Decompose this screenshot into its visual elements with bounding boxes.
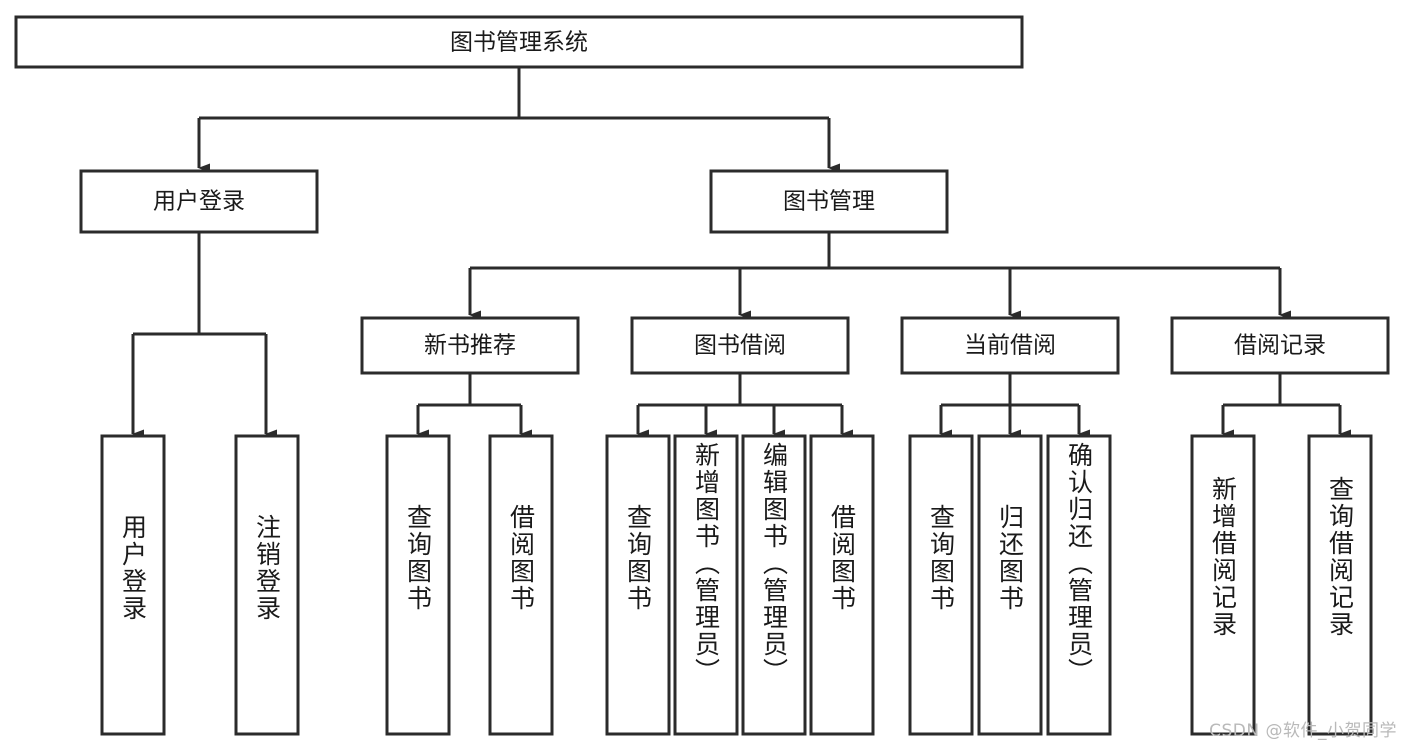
node-current-borrow[interactable]: 当前借阅: [900, 316, 1120, 375]
node-root-label: 图书管理系统: [450, 30, 588, 56]
leaf-box-current-borrow-3[interactable]: [1046, 434, 1112, 736]
node-book-management-label: 图书管理: [783, 189, 875, 215]
node-current-borrow-label: 当前借阅: [964, 333, 1056, 359]
leaf-box-borrow-record-2[interactable]: [1307, 434, 1373, 736]
node-borrow-record[interactable]: 借阅记录: [1170, 316, 1390, 375]
leaf-box-current-borrow-1[interactable]: [908, 434, 974, 736]
node-new-book-recommend[interactable]: 新书推荐: [360, 316, 580, 375]
leaf-box-current-borrow-2[interactable]: [977, 434, 1043, 736]
leaf-box-new-book-1[interactable]: [385, 434, 451, 736]
leaf-box-book-borrow-4[interactable]: [809, 434, 875, 736]
leaf-box-new-book-2[interactable]: [488, 434, 554, 736]
node-book-management[interactable]: 图书管理: [709, 169, 949, 234]
node-book-borrow-label: 图书借阅: [694, 333, 786, 359]
watermark: CSDN @软件_小贺同学: [1209, 721, 1397, 741]
node-book-borrow[interactable]: 图书借阅: [630, 316, 850, 375]
leaf-box-book-borrow-1[interactable]: [605, 434, 671, 736]
leaf-box-book-borrow-2[interactable]: [673, 434, 739, 736]
leaf-box-user-login-1[interactable]: [100, 434, 166, 736]
node-borrow-record-label: 借阅记录: [1234, 333, 1326, 359]
node-user-login[interactable]: 用户登录: [79, 169, 319, 234]
leaf-box-book-borrow-3[interactable]: [741, 434, 807, 736]
node-new-book-recommend-label: 新书推荐: [424, 333, 516, 359]
node-root[interactable]: 图书管理系统: [14, 15, 1024, 69]
node-user-login-label: 用户登录: [153, 189, 245, 215]
leaf-box-borrow-record-1[interactable]: [1190, 434, 1256, 736]
leaf-box-user-login-2[interactable]: [234, 434, 300, 736]
